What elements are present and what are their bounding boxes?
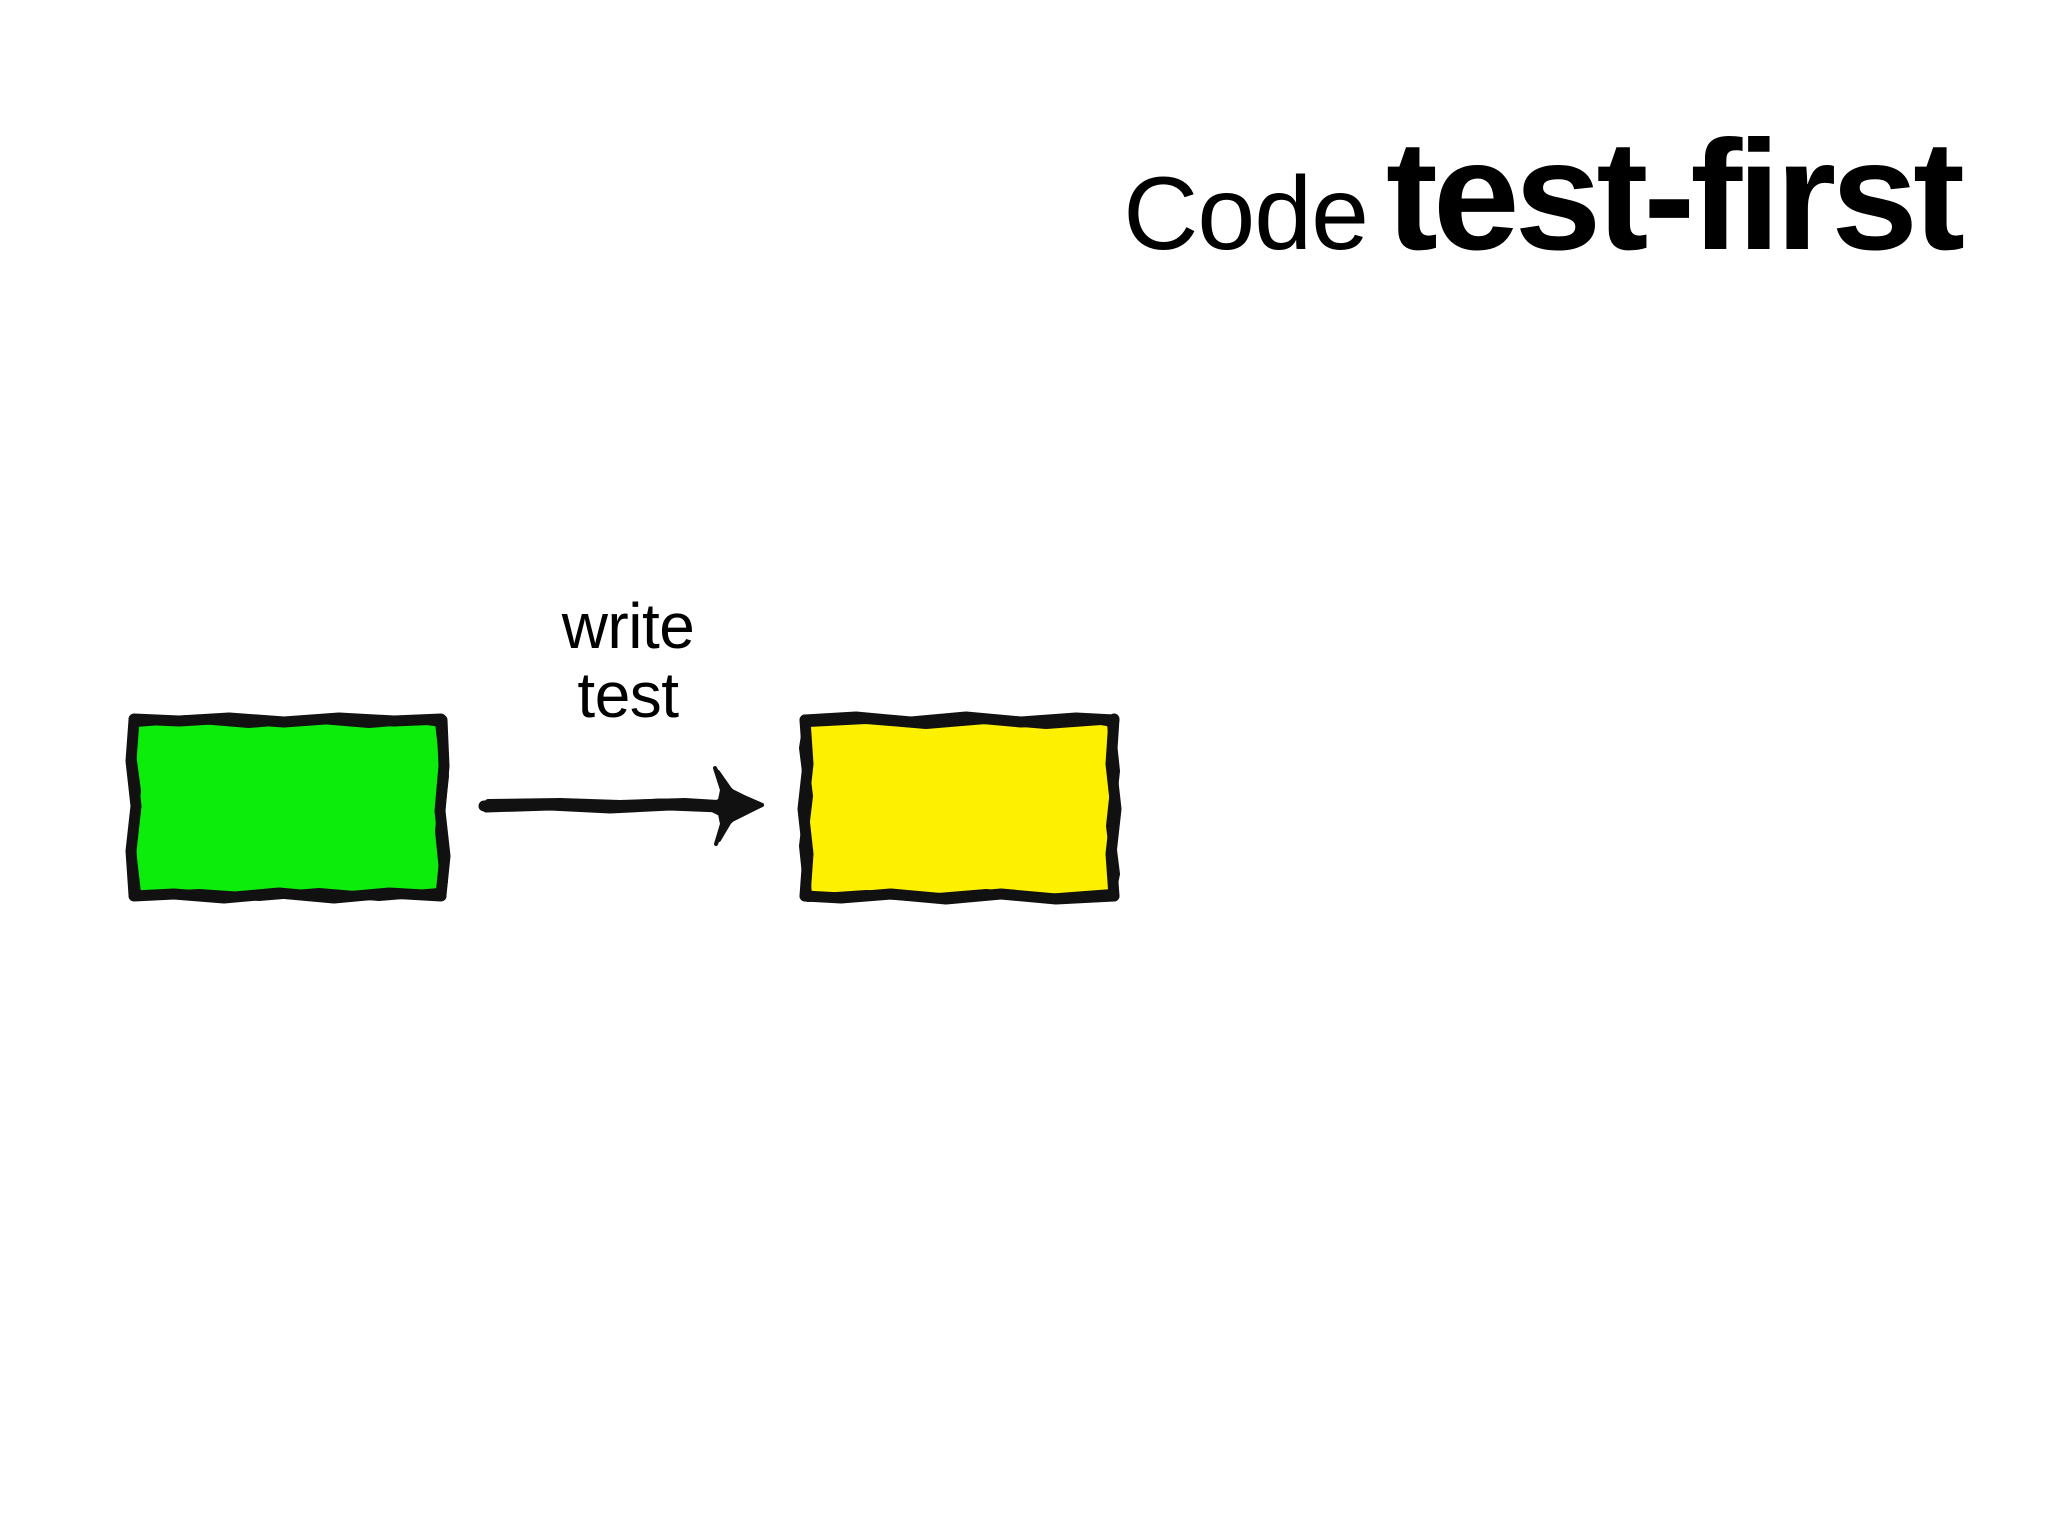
arrow-head	[706, 766, 764, 846]
green-box-sketch-shape	[125, 712, 451, 904]
arrow-shaft	[478, 797, 724, 814]
arrow-right-icon	[478, 766, 764, 846]
edge-label-line-2: test	[577, 659, 679, 732]
flow-node-yellow[interactable]	[797, 711, 1122, 905]
page-title-lead: Code	[1123, 156, 1369, 272]
green-box-sketch-border	[125, 712, 451, 904]
flow-edge-arrow-write-test	[470, 758, 780, 858]
yellow-box-fill	[805, 720, 1115, 896]
edge-label-line-1: write	[561, 590, 695, 662]
yellow-box-sketch-border	[797, 711, 1122, 905]
page-title-main: test-first	[1385, 109, 1965, 283]
flow-edge-label-write-test: write test	[448, 590, 808, 732]
flow-node-green[interactable]	[125, 712, 451, 904]
yellow-box-sketch-shape	[797, 711, 1122, 905]
green-box-fill	[133, 720, 443, 896]
